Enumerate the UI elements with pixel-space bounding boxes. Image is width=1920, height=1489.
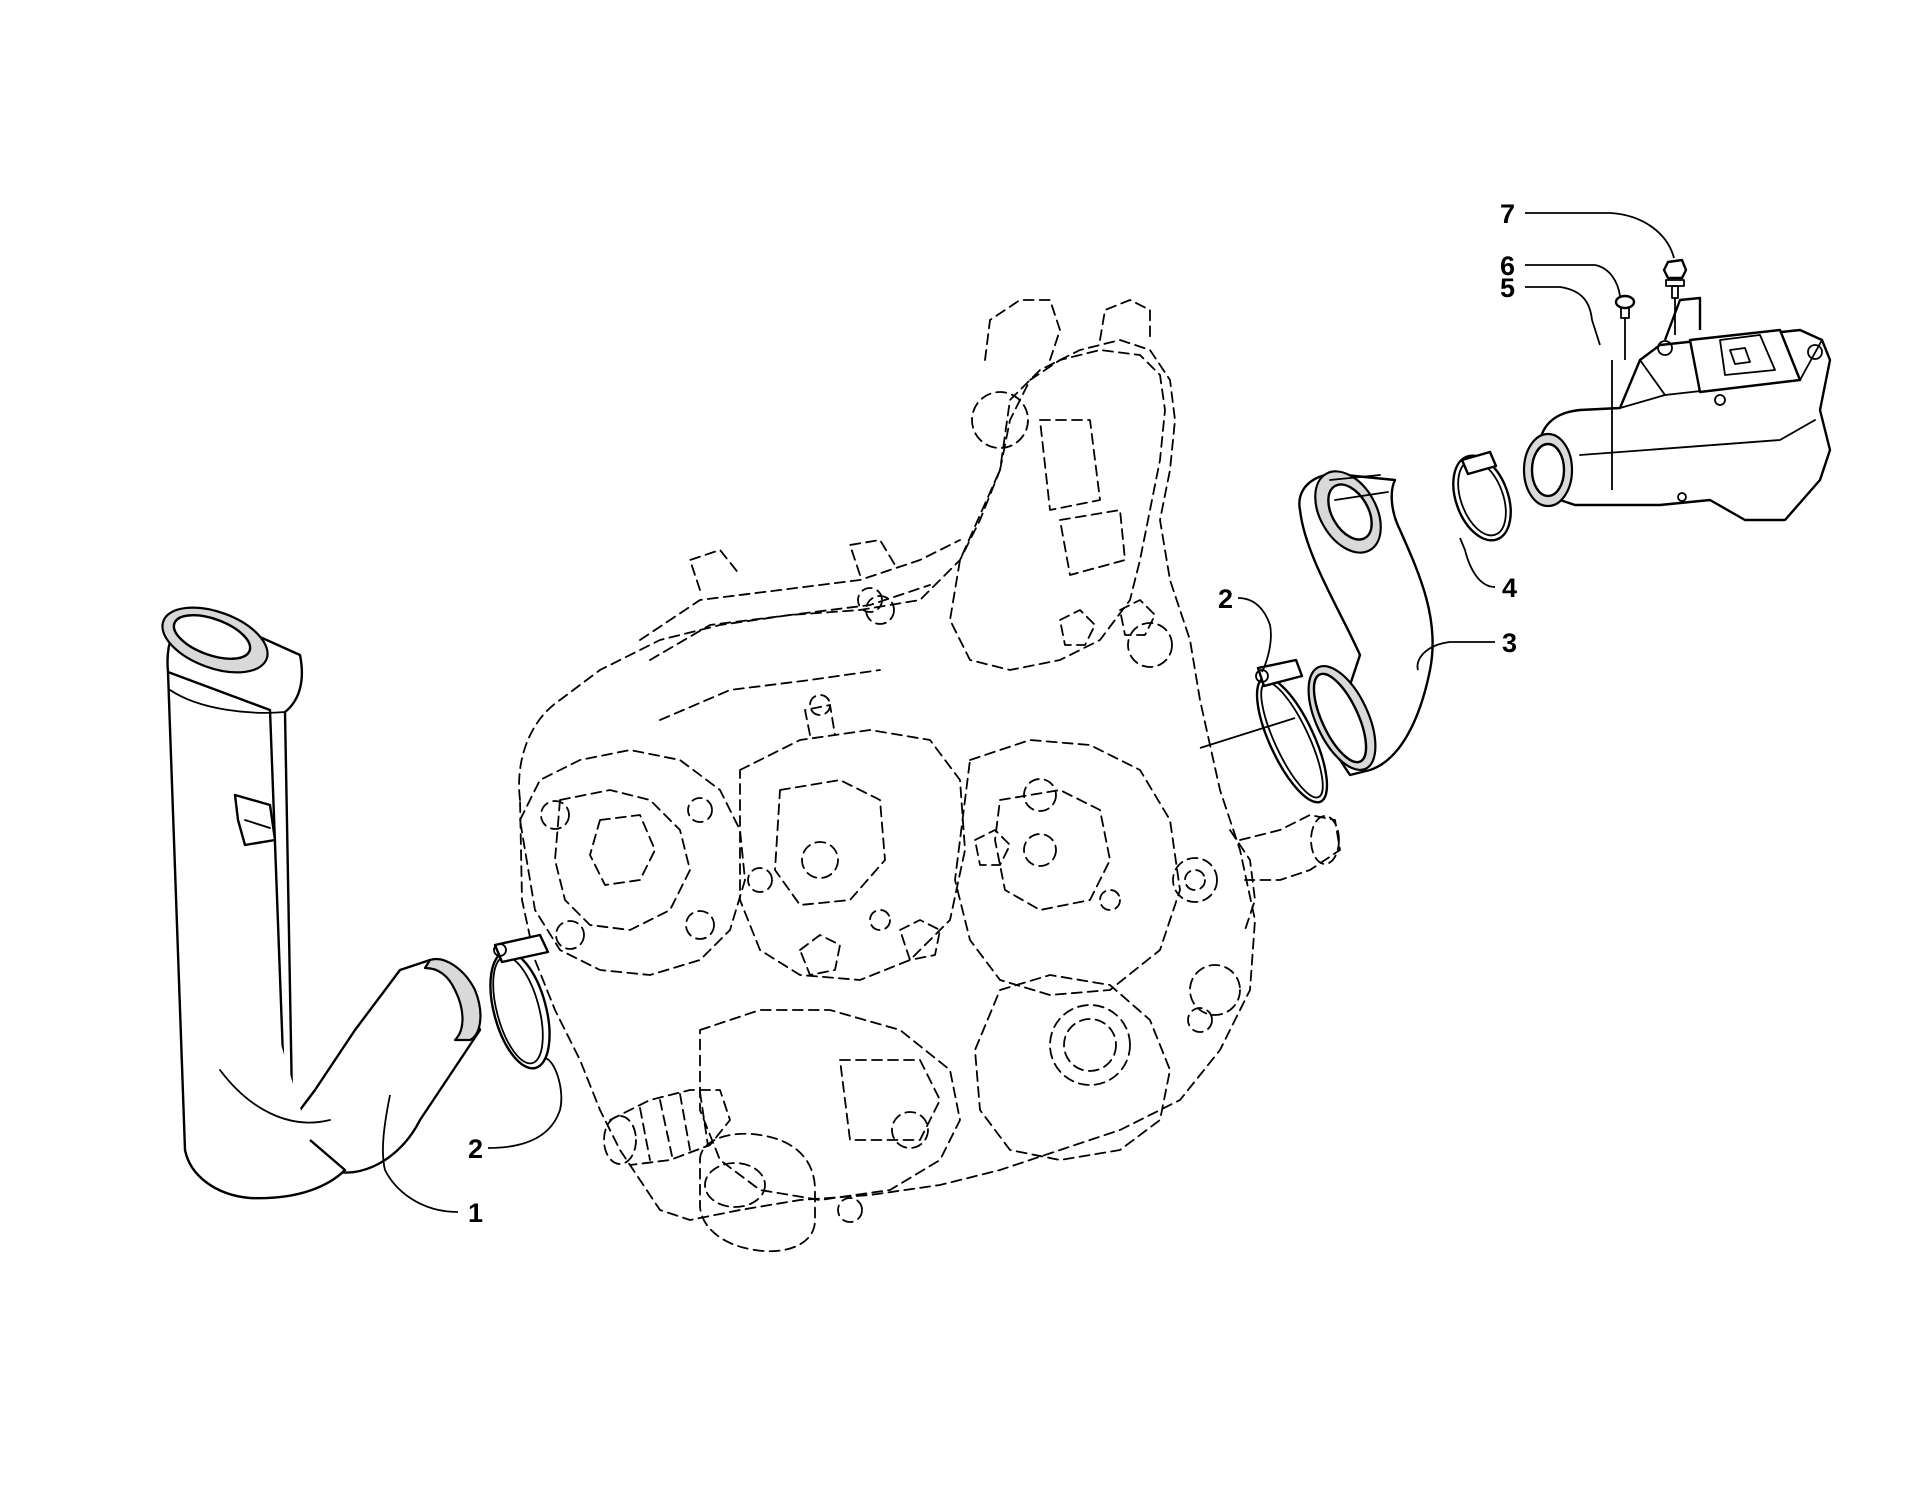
- callout-2-lower: 2: [468, 1134, 483, 1164]
- leader-c7: [1525, 212, 1675, 259]
- callout-4: 4: [1502, 573, 1517, 603]
- callout-3: 3: [1502, 628, 1517, 658]
- leader-c2a: [487, 1057, 563, 1149]
- engine-outline: [518, 299, 1341, 1253]
- silencer-housing: [1522, 296, 1832, 522]
- connector-boot: [1298, 470, 1434, 777]
- callout-2-upper: 2: [1218, 584, 1233, 614]
- hose-clamp-silencer: [1452, 450, 1512, 542]
- leader-c5: [1525, 286, 1601, 346]
- leader-c6: [1525, 264, 1621, 297]
- screw: [1611, 294, 1636, 490]
- leader-c3: [1416, 641, 1495, 671]
- exhaust-pipe: [161, 606, 482, 1200]
- bolt: [1662, 258, 1688, 335]
- callout-1: 1: [468, 1198, 483, 1228]
- leader-c1: [382, 1094, 459, 1213]
- leader-c4: [1459, 537, 1496, 588]
- callout-5: 5: [1500, 273, 1515, 303]
- hose-clamp-lower: [489, 933, 551, 1070]
- hose-clamp-upper: [1255, 658, 1329, 804]
- callout-6: 6: [1500, 251, 1515, 281]
- leader-lines: [382, 212, 1675, 1213]
- callout-labels: 1 2 2 3 4 5 6 7: [468, 199, 1517, 1228]
- callout-7: 7: [1500, 199, 1515, 229]
- leader-engine-clamp: [1199, 717, 1296, 749]
- leader-c2b: [1237, 597, 1272, 673]
